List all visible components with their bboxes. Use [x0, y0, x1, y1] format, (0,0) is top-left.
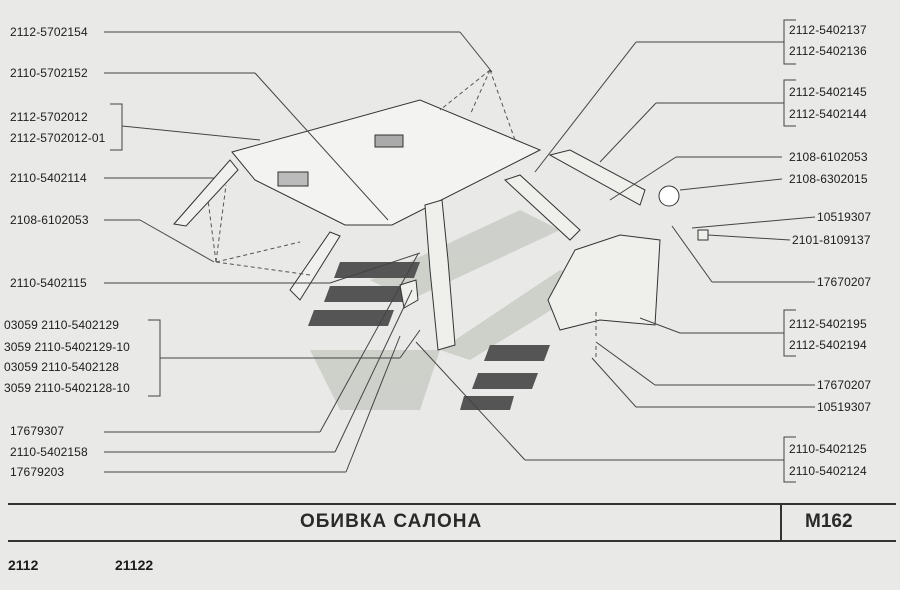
footer-divider	[780, 503, 782, 542]
part-number-label: 10519307	[817, 210, 872, 224]
part-number-label: 2110-5402125	[789, 442, 867, 456]
part-number-label: 17679307	[10, 424, 65, 438]
footer-bottom-rule	[8, 540, 896, 542]
part-number-label: 2110-5402158	[10, 445, 88, 459]
part-number-label: 3059 2110-5402129-10	[4, 340, 130, 354]
part-number-label: 2112-5702154	[10, 25, 88, 39]
model-label: 21122	[115, 557, 154, 573]
fastener-lines	[207, 69, 597, 360]
part-number-label: 2112-5402194	[789, 338, 867, 352]
watermark-stripes	[308, 262, 550, 410]
part-number-label: 2108-6102053	[789, 150, 868, 164]
part-number-label: 2108-6302015	[789, 172, 868, 186]
part-number-label: 2110-5702152	[10, 66, 88, 80]
b-pillar	[399, 199, 456, 351]
part-number-label: 2101-8109137	[792, 233, 871, 247]
part-number-label: 10519307	[817, 400, 872, 414]
leader-lines	[104, 19, 816, 483]
part-number-label: 3059 2110-5402128-10	[4, 381, 130, 395]
part-number-label: 2110-5402124	[789, 464, 867, 478]
part-number-label: 2112-5402137	[789, 23, 867, 37]
part-number-label: 2112-5402145	[789, 85, 867, 99]
page-code: M162	[805, 511, 853, 532]
part-number-label: 2110-5402114	[10, 171, 87, 185]
part-number-label: 03059 2110-5402128	[4, 360, 120, 374]
page-title: ОБИВКА САЛОНА	[300, 511, 483, 532]
part-number-label: 2112-5402136	[789, 44, 867, 58]
roof-headliner	[231, 99, 542, 226]
part-number-label: 17670207	[817, 275, 872, 289]
model-label: 2112	[8, 557, 39, 573]
part-number-label: 17670207	[817, 378, 872, 392]
part-number-label: 2112-5402144	[789, 107, 867, 121]
part-number-label: 2108-6102053	[10, 213, 89, 227]
part-number-label: 2112-5402195	[789, 317, 867, 331]
footer-top-rule	[8, 503, 896, 505]
part-number-label: 2112-5702012-01	[10, 131, 106, 145]
part-number-label: 03059 2110-5402129	[4, 318, 120, 332]
part-number-label: 17679203	[10, 465, 65, 479]
part-number-label: 2110-5402115	[10, 276, 87, 290]
right-trims	[504, 149, 709, 331]
part-number-label: 2112-5702012	[10, 110, 88, 124]
